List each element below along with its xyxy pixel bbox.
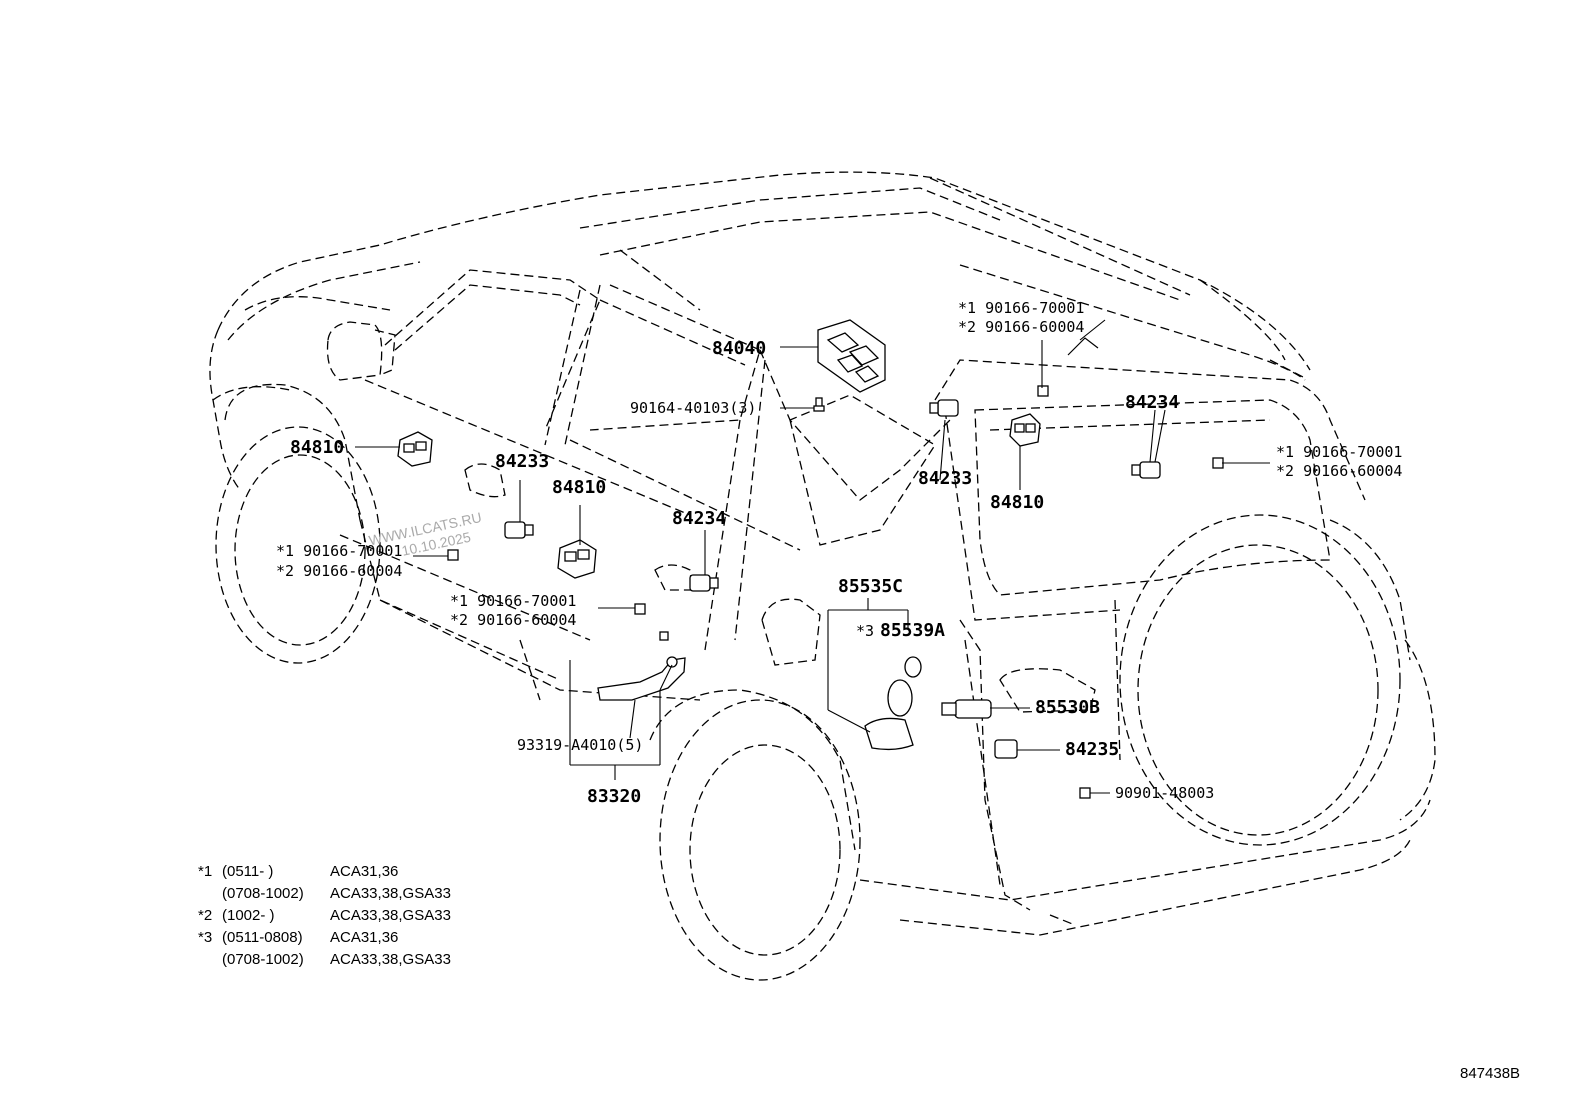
courtesy-switch-mid-icon (689, 574, 719, 592)
label-90901: 90901-48003 (1115, 784, 1214, 802)
label-90164: 90164-40103(3) (630, 399, 756, 417)
label-screw-left-1: *1 90166-70001 (276, 542, 402, 560)
screw-icon (813, 397, 825, 412)
note-3-models: ACA33,38,GSA33 (330, 907, 451, 924)
part-graphics (397, 319, 1224, 799)
power-outlet-icon (864, 656, 922, 751)
label-84233-left: 84233 (495, 451, 549, 472)
label-84810-right: 84810 (990, 492, 1044, 513)
label-93319: 93319-A4010(5) (517, 736, 643, 754)
note-2-range: (0708-1002) (222, 885, 304, 902)
door-switch-left-icon (397, 431, 433, 467)
note-5-range: (0708-1002) (222, 951, 304, 968)
label-84234-right: 84234 (1125, 392, 1179, 413)
label-85535C: 85535C (838, 576, 903, 597)
label-85539A-mark: *3 (856, 622, 874, 640)
label-84810-left: 84810 (290, 437, 344, 458)
label-84810-mid: 84810 (552, 477, 606, 498)
note-1-mark: *1 (198, 863, 212, 880)
label-screw-right-1: *1 90166-70001 (1276, 443, 1402, 461)
diagram-id: 847438B (1460, 1065, 1520, 1082)
label-screw-mid-1: *1 90166-70001 (450, 592, 576, 610)
outlet-socket-icon (941, 699, 992, 719)
note-3-mark: *2 (198, 907, 212, 924)
courtesy-switch-right-top-icon (929, 399, 959, 417)
note-5-models: ACA33,38,GSA33 (330, 951, 451, 968)
master-switch-icon (817, 319, 886, 393)
label-screw-left-2: *2 90166-60004 (276, 562, 402, 580)
label-84235: 84235 (1065, 739, 1119, 760)
leader-lines (355, 319, 1270, 794)
label-84233-right: 84233 (918, 468, 972, 489)
label-85530B: 85530B (1035, 697, 1100, 718)
note-4-models: ACA31,36 (330, 929, 398, 946)
label-screw-right-2: *2 90166-60004 (1276, 462, 1402, 480)
note-4-mark: *3 (198, 929, 212, 946)
switch-84235-icon (994, 739, 1018, 759)
harness-bracket-icon (597, 656, 686, 701)
label-83320: 83320 (587, 786, 641, 807)
label-84234-mid: 84234 (672, 508, 726, 529)
vehicle-outline (209, 171, 1436, 981)
door-switch-right-icon (1009, 413, 1041, 447)
note-1-range: (0511- ) (222, 863, 273, 880)
courtesy-switch-right-icon (1131, 461, 1161, 479)
note-1-models: ACA31,36 (330, 863, 398, 880)
courtesy-switch-left-icon (504, 521, 534, 539)
door-switch-mid-icon (557, 539, 597, 579)
part-labels: 84040 90164-40103(3) 84810 84233 84810 8… (276, 299, 1402, 807)
label-screw-top-right-1: *1 90166-70001 (958, 299, 1084, 317)
note-2-models: ACA33,38,GSA33 (330, 885, 451, 902)
label-screw-top-right-2: *2 90166-60004 (958, 318, 1084, 336)
label-84040: 84040 (712, 338, 766, 359)
footnotes: *1 (0511- ) ACA31,36 (0708-1002) ACA33,3… (198, 863, 451, 968)
label-screw-mid-2: *2 90166-60004 (450, 611, 576, 629)
note-3-range: (1002- ) (222, 907, 275, 924)
label-85539A: 85539A (880, 620, 945, 641)
note-4-range: (0511-0808) (222, 929, 303, 946)
